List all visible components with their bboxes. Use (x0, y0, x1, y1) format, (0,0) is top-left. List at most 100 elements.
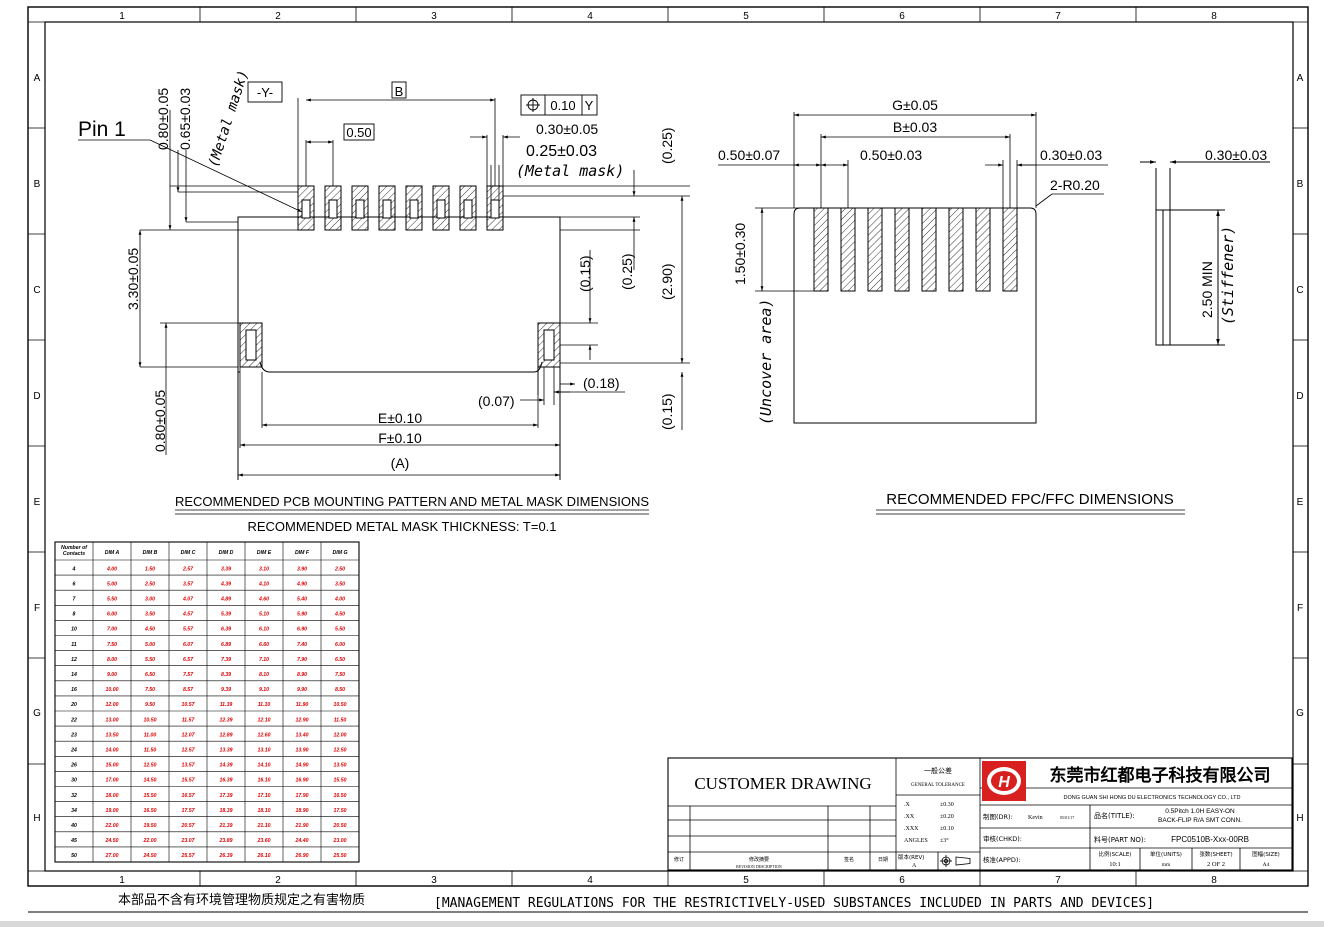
table-value-cell: 12.00 (334, 732, 347, 738)
table-value-cell: 7.90 (297, 657, 307, 663)
table-value-cell: 9.00 (107, 672, 117, 678)
table-contacts-cell: 16 (71, 687, 77, 693)
table-value-cell: 1.50 (145, 566, 155, 572)
table-value-cell: 6.50 (335, 657, 345, 663)
table-value-cell: 6.50 (145, 672, 155, 678)
checked-label: 审核(CHKD): (983, 834, 1022, 843)
tol-angles: ANGLES (904, 838, 928, 844)
svg-text:H: H (998, 774, 1010, 791)
table-value-cell: 14.90 (296, 763, 309, 769)
table-contacts-cell: 24 (70, 747, 77, 753)
table-value-cell: 10.57 (182, 702, 196, 708)
rev-value: A (912, 863, 917, 869)
table-value-cell: 25.50 (333, 853, 347, 859)
fpc-contacts (813, 207, 1018, 292)
pin1-label: Pin 1 (78, 118, 126, 141)
fpc-side-view (1140, 160, 1270, 346)
table-header-cell: DIM B (143, 550, 158, 556)
scale-label: 比例(SCALE) (1099, 850, 1132, 858)
table-contacts-cell: 10 (71, 627, 77, 633)
tol-xx: .XX (904, 814, 915, 820)
table-value-cell: 6.90 (297, 627, 307, 633)
rev-col-3: 签名 (844, 856, 854, 863)
sheet-value: 2 OF 2 (1207, 861, 1225, 868)
sheet-label: 张数(SHEET) (1199, 850, 1232, 858)
row-letter: E (34, 497, 41, 508)
table-value-cell: 4.00 (106, 566, 117, 572)
dim-065: 0.65±0.03 (177, 88, 193, 150)
table-value-cell: 6.60 (259, 642, 269, 648)
dim-080-b: 0.80±0.05 (152, 390, 168, 452)
fpc-dim-pitch: 0.50±0.03 (860, 147, 922, 163)
table-header-cell: DIM E (257, 550, 272, 556)
approved-label: 核准(APPD): (983, 855, 1021, 864)
table-contacts-cell: 32 (71, 793, 77, 799)
row-letter: A (34, 73, 41, 84)
table-value-cell: 15.50 (334, 778, 347, 784)
table-value-cell: 3.50 (335, 581, 345, 587)
tol-xx-val: ±0.20 (940, 814, 954, 820)
table-value-cell: 17.10 (258, 793, 271, 799)
row-letter: D (1296, 391, 1303, 402)
table-value-cell: 18.90 (296, 808, 309, 814)
ref-025-top: (0.25) (659, 127, 675, 164)
table-value-cell: 7.00 (107, 627, 117, 633)
row-letter: C (33, 285, 40, 296)
table-value-cell: 17.50 (334, 808, 347, 814)
row-letter: G (1296, 708, 1304, 719)
col-number: 3 (431, 11, 437, 22)
tolerance-title: 一般公差 (924, 766, 952, 775)
table-value-cell: 19.50 (144, 823, 157, 829)
dim-a: (A) (391, 455, 410, 471)
table-value-cell: 19.00 (106, 808, 119, 814)
col-number: 6 (899, 875, 905, 886)
table-value-cell: 5.50 (145, 657, 155, 663)
table-value-cell: 16.10 (258, 778, 271, 784)
table-contacts-cell: 14 (71, 672, 77, 678)
part-number: FPC0510B-Xxx-00RB (1171, 835, 1249, 844)
table-value-cell: 11.57 (182, 717, 196, 723)
table-value-cell: 8.00 (107, 657, 117, 663)
rev-col-2: 修改摘要 (749, 856, 769, 863)
table-value-cell: 8.10 (259, 672, 269, 678)
customer-drawing-title: CUSTOMER DRAWING (694, 774, 871, 793)
table-contacts-cell: 6 (73, 581, 76, 587)
table-value-cell: 12.89 (220, 732, 233, 738)
table-value-cell: 11.39 (220, 702, 233, 708)
table-contacts-cell: 34 (71, 808, 77, 814)
ref-025-mid: (0.25) (619, 253, 635, 290)
tol-x-val: ±0.30 (940, 802, 954, 808)
table-value-cell: 16.57 (182, 793, 196, 799)
table-value-cell: 8.39 (221, 672, 231, 678)
table-value-cell: 12.50 (144, 763, 157, 769)
table-contacts-cell: 23 (70, 732, 77, 738)
table-value-cell: 8.57 (183, 687, 194, 693)
metal-mask-vertical: (Metal mask) (206, 68, 252, 169)
table-contacts-cell: 12 (71, 657, 77, 663)
table-value-cell: 6.00 (107, 612, 117, 618)
table-contacts-cell: 11 (71, 642, 76, 648)
table-value-cell: 3.10 (259, 566, 269, 572)
col-number: 4 (587, 11, 593, 22)
table-value-cell: 5.10 (259, 612, 269, 618)
table-value-cell: 23.00 (333, 838, 347, 844)
table-value-cell: 12.90 (296, 717, 309, 723)
table-value-cell: 24.50 (105, 838, 119, 844)
row-letter: F (34, 603, 40, 614)
table-value-cell: 11.50 (334, 717, 347, 723)
table-value-cell: 22.00 (105, 823, 119, 829)
fpc-dim-g: G±0.05 (892, 97, 938, 113)
table-value-cell: 3.39 (221, 566, 231, 572)
table-value-cell: 24.50 (143, 853, 157, 859)
row-letter: B (34, 179, 41, 190)
fpc-radius: 2-R0.20 (1050, 177, 1100, 193)
table-value-cell: 5.00 (107, 581, 117, 587)
table-value-cell: 6.57 (183, 657, 194, 663)
table-value-cell: 18.00 (106, 793, 119, 799)
row-letter: E (1297, 497, 1304, 508)
table-header-cell: Number of (61, 545, 88, 551)
row-letter: B (1297, 179, 1304, 190)
pcb-datum-boxes (247, 81, 598, 141)
drawn-date: 05/01/17 (1060, 815, 1074, 820)
col-number: 2 (275, 875, 281, 886)
